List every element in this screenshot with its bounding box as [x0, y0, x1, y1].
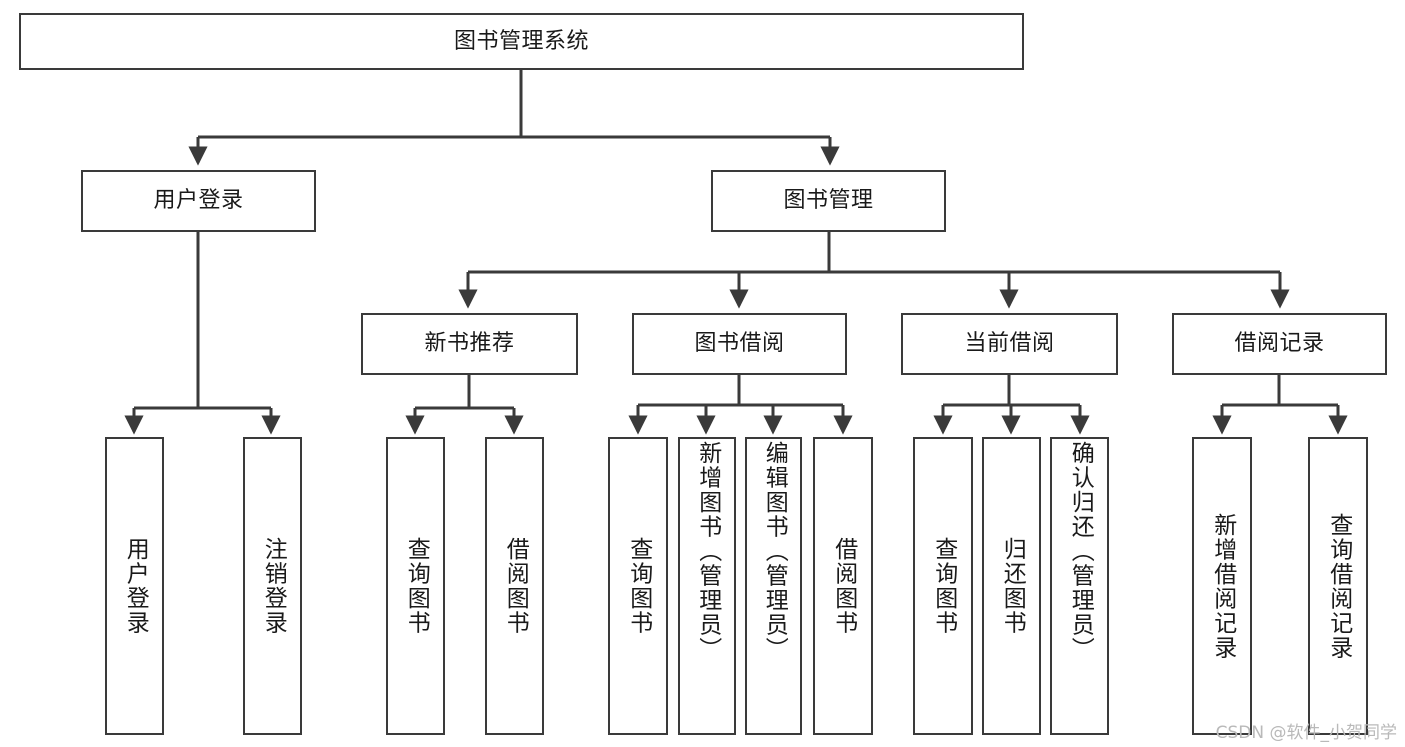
node-current-borrow-label: 当前借阅 — [964, 331, 1055, 357]
node-leaf-query-book-1-label: 查询图书 — [403, 537, 430, 635]
node-leaf-add-book[interactable]: 新增图书（管理员） — [678, 437, 736, 735]
node-leaf-user-login[interactable]: 用户登录 — [105, 437, 164, 735]
node-user-login-label: 用户登录 — [153, 188, 244, 214]
node-leaf-add-record-label: 新增借阅记录 — [1209, 512, 1236, 660]
node-book-borrow-label: 图书借阅 — [694, 331, 785, 357]
node-leaf-borrow-book-1[interactable]: 借阅图书 — [485, 437, 544, 735]
node-root[interactable]: 图书管理系统 — [19, 13, 1024, 70]
node-leaf-query-book-1[interactable]: 查询图书 — [386, 437, 445, 735]
node-leaf-query-record[interactable]: 查询借阅记录 — [1308, 437, 1368, 735]
node-leaf-edit-book-label: 编辑图书（管理员） — [761, 441, 788, 662]
node-leaf-add-record[interactable]: 新增借阅记录 — [1192, 437, 1252, 735]
node-leaf-return-book[interactable]: 归还图书 — [982, 437, 1041, 735]
node-leaf-confirm-return-label: 确认归还（管理员） — [1067, 441, 1094, 662]
node-leaf-logout-login[interactable]: 注销登录 — [243, 437, 302, 735]
node-leaf-borrow-book-2-label: 借阅图书 — [830, 537, 857, 635]
node-leaf-user-login-label: 用户登录 — [122, 537, 149, 635]
node-new-book-recommend[interactable]: 新书推荐 — [361, 313, 578, 375]
node-user-login[interactable]: 用户登录 — [81, 170, 316, 232]
node-current-borrow[interactable]: 当前借阅 — [901, 313, 1118, 375]
node-book-management-label: 图书管理 — [783, 188, 874, 214]
node-book-management[interactable]: 图书管理 — [711, 170, 946, 232]
node-leaf-confirm-return[interactable]: 确认归还（管理员） — [1050, 437, 1109, 735]
node-leaf-return-book-label: 归还图书 — [999, 537, 1026, 635]
node-leaf-query-book-3[interactable]: 查询图书 — [913, 437, 973, 735]
node-leaf-edit-book[interactable]: 编辑图书（管理员） — [745, 437, 802, 735]
node-leaf-query-book-2-label: 查询图书 — [625, 537, 652, 635]
node-leaf-borrow-book-1-label: 借阅图书 — [502, 537, 529, 635]
node-borrow-record-label: 借阅记录 — [1234, 331, 1325, 357]
node-leaf-query-record-label: 查询借阅记录 — [1325, 512, 1352, 660]
node-new-book-recommend-label: 新书推荐 — [424, 331, 515, 357]
node-book-borrow[interactable]: 图书借阅 — [632, 313, 847, 375]
node-leaf-borrow-book-2[interactable]: 借阅图书 — [813, 437, 873, 735]
csdn-watermark: CSDN @软件_小贺同学 — [1215, 723, 1397, 743]
node-root-label: 图书管理系统 — [453, 28, 589, 54]
node-borrow-record[interactable]: 借阅记录 — [1172, 313, 1387, 375]
node-leaf-query-book-2[interactable]: 查询图书 — [608, 437, 668, 735]
node-leaf-add-book-label: 新增图书（管理员） — [694, 441, 721, 662]
node-leaf-logout-login-label: 注销登录 — [260, 537, 287, 635]
node-leaf-query-book-3-label: 查询图书 — [930, 537, 957, 635]
